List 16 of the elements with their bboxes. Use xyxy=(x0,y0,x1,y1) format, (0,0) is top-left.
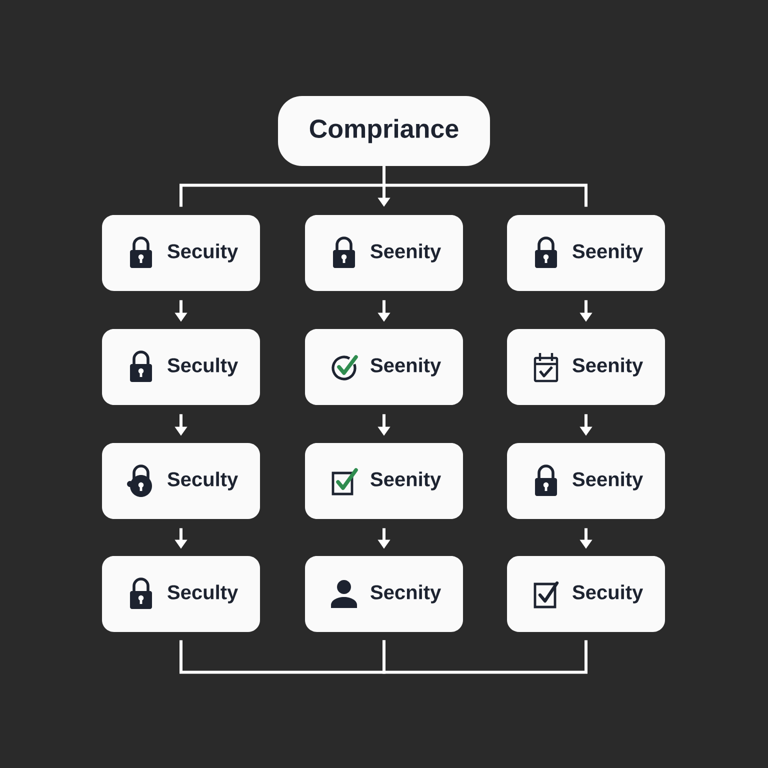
process-box: Seenity xyxy=(507,215,665,291)
process-box: Secuity xyxy=(507,556,665,632)
title-box: Compriance xyxy=(278,96,490,166)
process-box: Secnity xyxy=(305,556,463,632)
process-box: Seenity xyxy=(507,329,665,405)
process-box: Seenity xyxy=(305,215,463,291)
process-box: Seenity xyxy=(507,443,665,519)
process-box: Secuity xyxy=(102,215,260,291)
process-box: Seculty xyxy=(102,329,260,405)
process-box: Seculty xyxy=(102,443,260,519)
process-box: Seculty xyxy=(102,556,260,632)
connector-line xyxy=(180,640,386,674)
process-box: Seenity xyxy=(305,443,463,519)
connector-line xyxy=(382,166,588,207)
process-box: Seenity xyxy=(305,329,463,405)
connector-line xyxy=(382,640,588,674)
